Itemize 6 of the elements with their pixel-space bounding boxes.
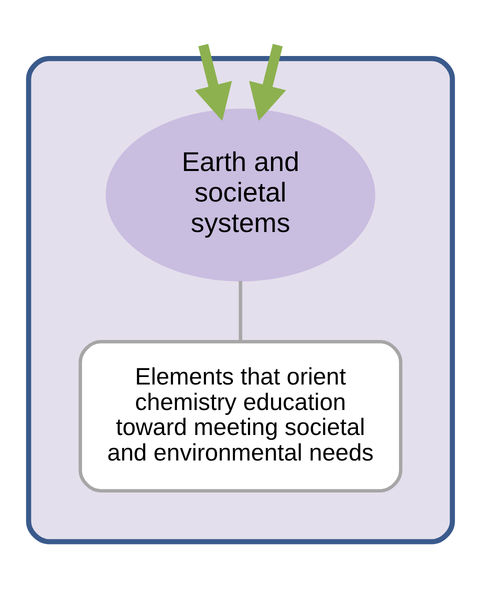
- arrow: [249, 43, 286, 120]
- cluster: [26, 56, 455, 544]
- node-box: Elements that orient chemistry education toward meeting societal and environmental needs: [78, 339, 402, 492]
- arrow: [194, 43, 232, 120]
- node-ellipse: Earth and societal systems: [106, 108, 376, 281]
- connector: [238, 280, 242, 341]
